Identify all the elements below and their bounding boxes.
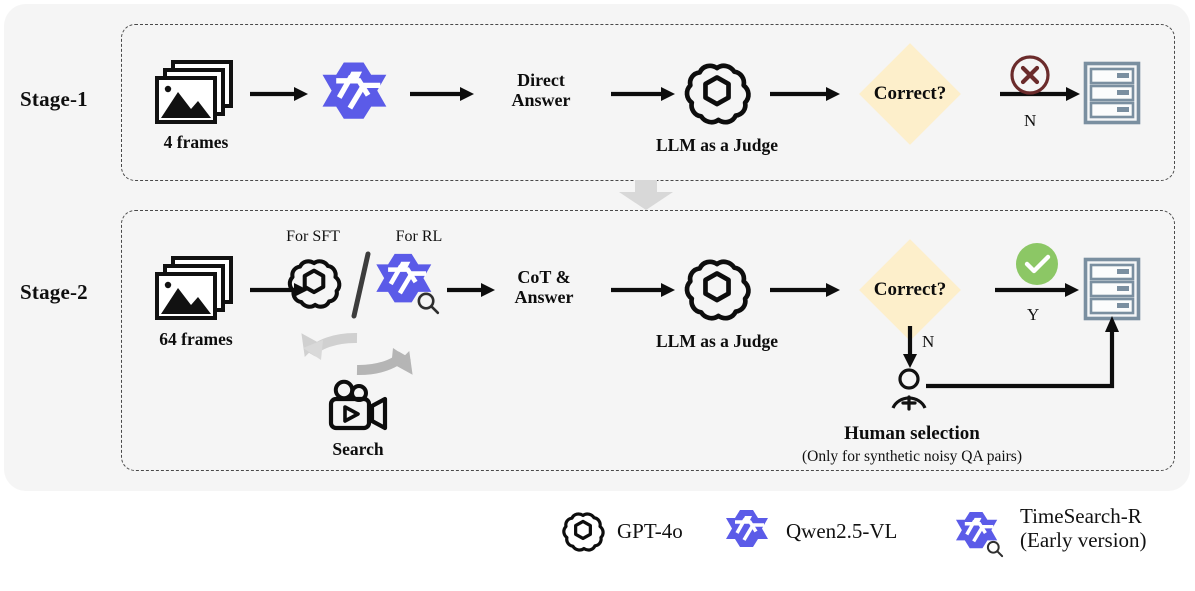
legend-label-timesearch-r: TimeSearch-R (Early version) (1020, 504, 1147, 552)
server-stack-icon (1083, 257, 1141, 321)
stacked-images-icon (155, 254, 237, 324)
timesearch-r-logo-icon (955, 509, 1009, 563)
arrow-cot-to-judge-stage2 (611, 282, 677, 298)
timesearch-r-logo-icon (375, 250, 447, 322)
down-arrow-icon (611, 180, 681, 210)
arrow-models-to-cot (447, 282, 497, 298)
legend-label-qwen: Qwen2.5-VL (786, 519, 898, 544)
for-rl-label: For RL (395, 228, 443, 245)
search-label: Search (332, 439, 384, 459)
direct-answer-label: Direct Answer (511, 70, 571, 110)
judge-label-stage1: LLM as a Judge (655, 135, 779, 155)
person-add-icon (889, 366, 935, 412)
arrow-judge-to-decision-stage1 (770, 86, 842, 102)
arrow-answer-to-judge-stage1 (611, 86, 677, 102)
branch-label-no-stage2: N (922, 332, 935, 351)
arrow-frames-to-model (250, 86, 310, 102)
arrow-human-to-database (924, 314, 1124, 392)
stage-1-container (121, 24, 1175, 181)
legend-label-gpt4o: GPT-4o (617, 519, 683, 544)
frames-count-label-stage1: 4 frames (163, 132, 229, 152)
server-stack-icon (1083, 61, 1141, 125)
for-sft-label: For SFT (286, 228, 340, 245)
arrow-judge-to-decision-stage2 (770, 282, 842, 298)
check-circle-icon (1014, 241, 1060, 287)
qwen-logo-icon (725, 507, 775, 557)
openai-logo-icon (681, 254, 753, 326)
branch-label-no-stage1: N (1024, 111, 1037, 130)
arrow-model-to-answer (410, 86, 476, 102)
frames-count-label-stage2: 64 frames (159, 329, 233, 349)
legend-item-timesearch-r: TimeSearch-R (Early version) (955, 504, 1147, 563)
stage-2-container (121, 210, 1175, 471)
x-circle-icon (1008, 53, 1052, 97)
qwen-logo-icon (321, 58, 397, 134)
arrow-frames-to-models (250, 282, 310, 298)
decision-label-stage2: Correct? (873, 279, 947, 300)
legend: GPT-4o Qwen2.5-VL (0, 497, 1195, 591)
stage-2-label: Stage-2 (20, 280, 88, 304)
stacked-images-icon (155, 58, 237, 128)
human-selection-note: (Only for synthetic noisy QA pairs) (802, 448, 1022, 465)
cot-answer-label: CoT & Answer (514, 267, 574, 307)
decision-label-stage1: Correct? (873, 83, 947, 104)
openai-logo-icon (560, 509, 606, 555)
arrow-decision-no-to-human (902, 326, 918, 368)
openai-logo-icon (285, 255, 343, 313)
branch-label-yes-stage2: Y (1027, 305, 1040, 324)
legend-item-gpt4o: GPT-4o (560, 509, 683, 555)
video-camera-icon (327, 379, 389, 433)
legend-item-qwen: Qwen2.5-VL (725, 507, 897, 557)
judge-label-stage2: LLM as a Judge (655, 331, 779, 351)
arrow-decision-yes-to-database (995, 282, 1081, 298)
stage-1-label: Stage-1 (20, 87, 88, 111)
openai-logo-icon (681, 58, 753, 130)
separator-slash (350, 251, 372, 319)
refresh-loop-icon (297, 330, 417, 378)
human-selection-label: Human selection (844, 423, 980, 444)
